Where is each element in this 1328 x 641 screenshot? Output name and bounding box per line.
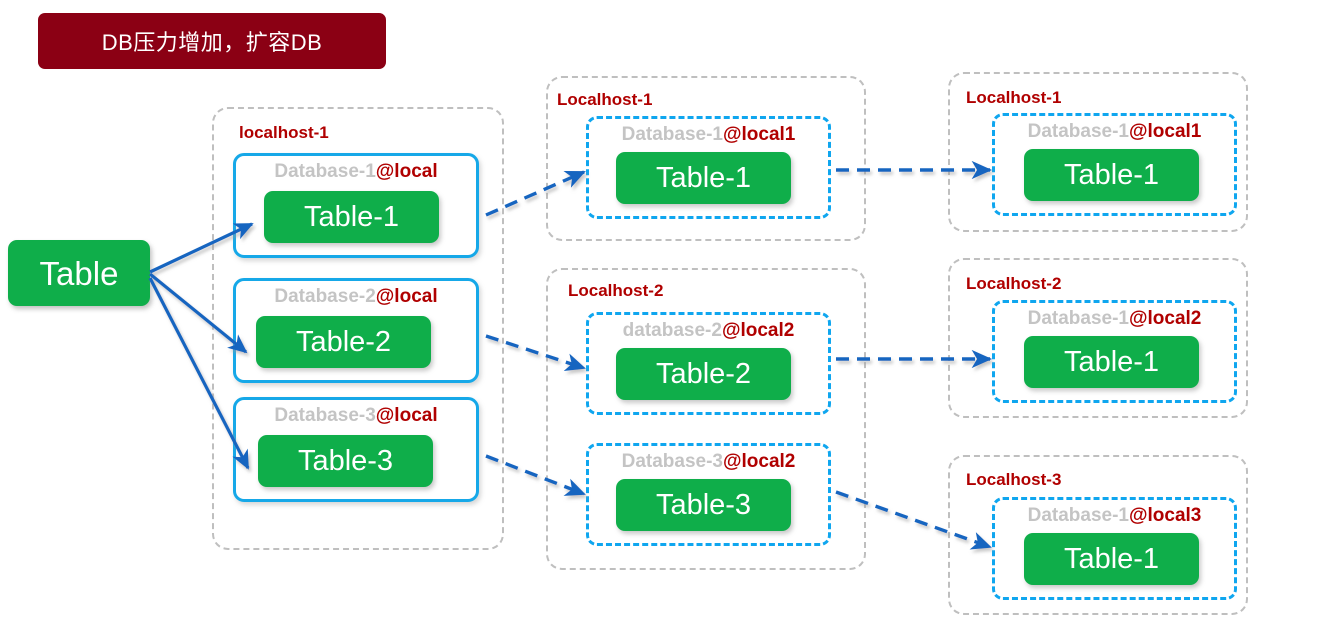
- db-name-label: Database-1: [274, 161, 376, 182]
- db-box-stage2-database-1: Database-1@local1 Table-1: [586, 116, 831, 219]
- db-host-label: @local: [375, 405, 438, 426]
- host-group-stage3-localhost-1: [948, 72, 1248, 232]
- table-pill-label: Table-1: [303, 200, 400, 233]
- db-name-label: Database-1: [1027, 505, 1129, 526]
- db-box-stage1-database-1: Database-1@local Table-1: [233, 153, 479, 258]
- db-title-stage2-database-3: Database-3@local2: [589, 451, 828, 473]
- db-title-stage3-database-1: Database-1@local1: [995, 121, 1234, 143]
- table-pill-stage3-table-1a: Table-1: [1024, 149, 1199, 201]
- db-host-label: @local1: [722, 124, 796, 145]
- table-pill-label: Table-3: [297, 444, 394, 477]
- db-box-stage2-database-3: Database-3@local2 Table-3: [586, 443, 831, 546]
- table-pill-label: Table-1: [1063, 158, 1160, 191]
- db-name-label: Database-2: [274, 286, 376, 307]
- table-pill-stage1-table-1: Table-1: [264, 191, 439, 243]
- db-title-stage2-database-1: Database-1@local1: [589, 124, 828, 146]
- db-name-label: Database-3: [274, 405, 376, 426]
- host-label-stage1-localhost-1: localhost-1: [239, 123, 329, 142]
- title-banner: DB压力增加，扩容DB: [38, 13, 386, 69]
- host-group-stage3-localhost-2: [948, 258, 1248, 418]
- source-table-node: Table: [8, 240, 150, 306]
- table-pill-stage2-table-3: Table-3: [616, 479, 791, 531]
- table-pill-label: Table-1: [655, 161, 752, 194]
- db-box-stage2-database-2: database-2@local2 Table-2: [586, 312, 831, 415]
- db-title-stage1-database-1: Database-1@local: [236, 161, 476, 183]
- source-table-label: Table: [39, 254, 119, 292]
- db-name-label: database-2: [622, 320, 722, 341]
- db-title-stage2-database-2: database-2@local2: [589, 320, 828, 342]
- db-box-stage3-database-2: Database-1@local2 Table-1: [992, 300, 1237, 403]
- table-pill-label: Table-3: [655, 488, 752, 521]
- host-group-stage2-localhost-1: [546, 76, 866, 241]
- db-host-label: @local3: [1128, 505, 1202, 526]
- db-box-stage1-database-3: Database-3@local Table-3: [233, 397, 479, 502]
- table-pill-stage3-table-1c: Table-1: [1024, 533, 1199, 585]
- db-box-stage1-database-2: Database-2@local Table-2: [233, 278, 479, 383]
- db-name-label: Database-3: [621, 451, 723, 472]
- host-label-stage3-localhost-2: Localhost-2: [966, 274, 1062, 293]
- db-title-stage1-database-2: Database-2@local: [236, 286, 476, 308]
- db-box-stage3-database-3: Database-1@local3 Table-1: [992, 497, 1237, 600]
- db-name-label: Database-1: [1027, 308, 1129, 329]
- db-host-label: @local: [375, 286, 438, 307]
- db-host-label: @local2: [1128, 308, 1202, 329]
- db-title-stage3-database-2: Database-1@local2: [995, 308, 1234, 330]
- db-host-label: @local1: [1128, 121, 1202, 142]
- table-pill-label: Table-1: [1063, 345, 1160, 378]
- host-label-stage2-localhost-1: Localhost-1: [557, 90, 653, 109]
- table-pill-stage3-table-1b: Table-1: [1024, 336, 1199, 388]
- table-pill-label: Table-1: [1063, 542, 1160, 575]
- host-label-stage2-localhost-2: Localhost-2: [568, 281, 664, 300]
- host-label-stage3-localhost-3: Localhost-3: [966, 470, 1062, 489]
- title-banner-label: DB压力增加，扩容DB: [101, 30, 323, 55]
- table-pill-stage2-table-2: Table-2: [616, 348, 791, 400]
- db-name-label: Database-1: [621, 124, 723, 145]
- db-box-stage3-database-1: Database-1@local1 Table-1: [992, 113, 1237, 216]
- host-label-stage3-localhost-1: Localhost-1: [966, 88, 1062, 107]
- db-host-label: @local: [375, 161, 438, 182]
- db-host-label: @local2: [721, 320, 795, 341]
- table-pill-stage1-table-3: Table-3: [258, 435, 433, 487]
- db-name-label: Database-1: [1027, 121, 1129, 142]
- table-pill-label: Table-2: [655, 357, 752, 390]
- db-title-stage3-database-3: Database-1@local3: [995, 505, 1234, 527]
- db-host-label: @local2: [722, 451, 796, 472]
- table-pill-label: Table-2: [295, 325, 392, 358]
- table-pill-stage2-table-1: Table-1: [616, 152, 791, 204]
- db-title-stage1-database-3: Database-3@local: [236, 405, 476, 427]
- table-pill-stage1-table-2: Table-2: [256, 316, 431, 368]
- host-group-stage2-localhost-2: [546, 268, 866, 570]
